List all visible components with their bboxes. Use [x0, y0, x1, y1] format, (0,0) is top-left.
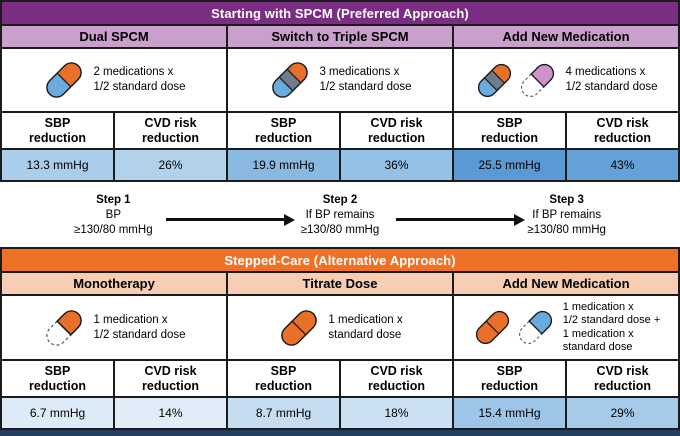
pill-half-dose-blue-icon	[518, 310, 552, 344]
bottom-accent-bar	[0, 430, 680, 436]
pill-triple-spcm-icon	[269, 58, 312, 102]
dose-cell-triple-spcm: 3 medications x 1/2 standard dose	[228, 49, 452, 111]
sbp-value-titrate-dose: 8.7 mmHg	[228, 398, 339, 428]
column-header-add-new-medication: Add New Medication	[454, 273, 678, 294]
pill-icons	[42, 58, 86, 102]
cvd-value-dual-spcm: 26%	[115, 150, 226, 180]
column-header-monotherapy: Monotherapy	[2, 273, 226, 294]
dose-cell-titrate-dose: 1 medication x standard dose	[228, 296, 452, 359]
stepped-care-table: Stepped-Care (Alternative Approach) Mono…	[0, 247, 680, 430]
sbp-value-triple-spcm: 19.9 mmHg	[228, 150, 339, 180]
sbp-value-monotherapy: 6.7 mmHg	[2, 398, 113, 428]
pill-triple-spcm-icon	[475, 60, 515, 100]
spcm-section-header: Starting with SPCM (Preferred Approach)	[2, 2, 678, 24]
cvd-value-monotherapy: 14%	[115, 398, 226, 428]
dose-description: 4 medications x 1/2 standard dose	[565, 66, 658, 93]
dose-description: 1 medication x standard dose	[328, 313, 403, 341]
sbp-value-add-new-medication: 25.5 mmHg	[454, 150, 565, 180]
cvd-value-titrate-dose: 18%	[341, 398, 452, 428]
pill-new-half-dose-icon	[521, 63, 555, 97]
column-header-dual-spcm: Dual SPCM	[2, 26, 226, 47]
arrow-step2-to-step3-icon	[396, 213, 525, 226]
dose-description: 1 medication x 1/2 standard dose + 1 med…	[562, 301, 661, 353]
stepped-care-section-header: Stepped-Care (Alternative Approach)	[2, 249, 678, 271]
pill-icons	[474, 60, 558, 101]
pill-icons	[268, 58, 312, 102]
arrow-step1-to-step2-icon	[166, 213, 295, 226]
pill-icons	[472, 307, 556, 348]
sbp-value-dual-spcm: 13.3 mmHg	[2, 150, 113, 180]
sbp-value-add-new-medication: 15.4 mmHg	[454, 398, 565, 428]
treatment-steps-row: Step 1 BP ≥130/80 mmHg Step 2 If BP rema…	[0, 182, 680, 247]
dose-cell-add-new-medication: 1 medication x 1/2 standard dose + 1 med…	[454, 296, 678, 359]
dose-description: 3 medications x 1/2 standard dose	[319, 66, 412, 93]
dose-cell-dual-spcm: 2 medications x 1/2 standard dose	[2, 49, 226, 111]
column-header-triple-spcm: Switch to Triple SPCM	[228, 26, 452, 47]
dose-cell-add-new-medication: 4 medications x 1/2 standard dose	[454, 49, 678, 111]
pill-full-dose-orange-icon	[278, 306, 321, 349]
step-3: Step 3 If BP remains ≥130/80 mmHg	[527, 194, 606, 236]
cvd-value-add-new-medication: 29%	[567, 398, 678, 428]
dose-cell-monotherapy: 1 medication x 1/2 standard dose	[2, 296, 226, 359]
cvd-value-add-new-medication: 43%	[567, 150, 678, 180]
column-header-add-new-medication: Add New Medication	[454, 26, 678, 47]
dose-description: 1 medication x 1/2 standard dose	[93, 313, 186, 341]
step-2: Step 2 If BP remains ≥130/80 mmHg	[300, 194, 380, 236]
pill-dual-spcm-icon	[43, 58, 86, 102]
dose-description: 2 medications x 1/2 standard dose	[93, 66, 186, 93]
spcm-table: Starting with SPCM (Preferred Approach) …	[0, 0, 680, 182]
pill-half-dose-orange-icon	[46, 309, 83, 346]
pill-icons	[277, 306, 321, 350]
column-header-titrate-dose: Titrate Dose	[228, 273, 452, 294]
cvd-value-triple-spcm: 36%	[341, 150, 452, 180]
pill-full-dose-orange-icon	[472, 307, 512, 348]
step-1: Step 1 BP ≥130/80 mmHg	[74, 194, 153, 236]
pill-icons	[42, 306, 86, 350]
